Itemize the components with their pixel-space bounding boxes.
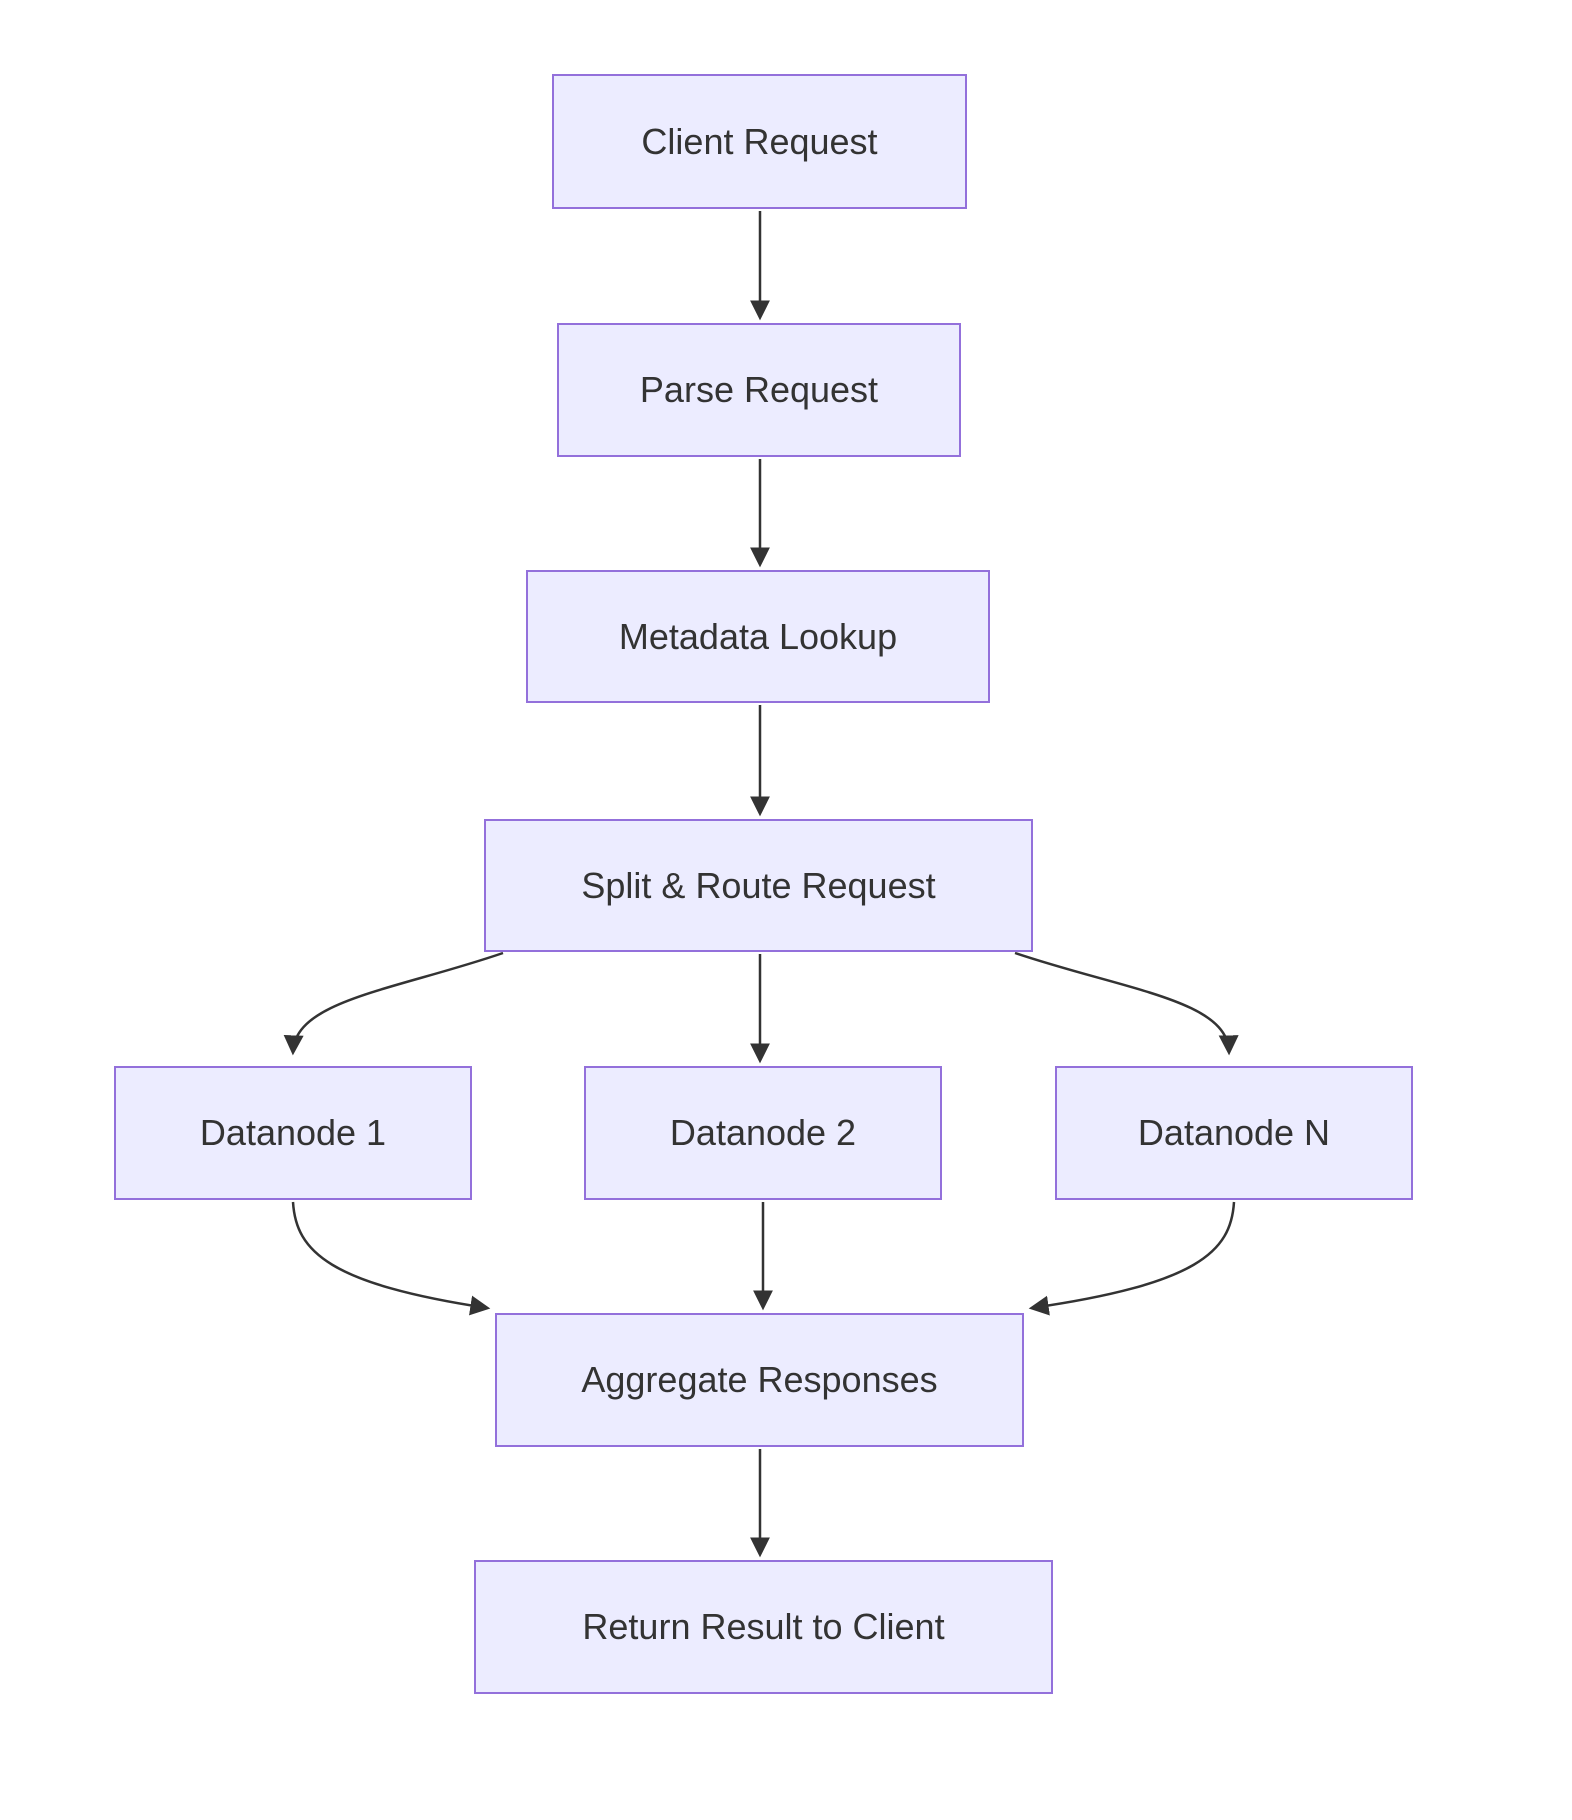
node-datanode-n: Datanode N [1055,1066,1413,1200]
node-label: Datanode N [1137,1112,1331,1154]
edge-split-to-dnN [1014,951,1239,1056]
node-metadata-lookup: Metadata Lookup [526,570,990,703]
node-datanode-1: Datanode 1 [114,1066,472,1200]
node-label: Client Request [641,120,878,162]
node-datanode-2: Datanode 2 [584,1066,942,1200]
edge-dn1-to-agg [291,1201,491,1316]
node-label: Datanode 1 [199,1112,387,1154]
node-aggregate-responses: Aggregate Responses [495,1313,1024,1447]
node-label: Split & Route Request [581,864,936,906]
node-label: Return Result to Client [582,1606,945,1648]
edge-split-to-dn1 [283,951,504,1056]
node-label: Metadata Lookup [618,615,898,657]
node-label: Aggregate Responses [581,1359,938,1401]
node-parse-request: Parse Request [557,323,961,457]
node-split-route-request: Split & Route Request [484,819,1033,952]
node-return-result-to-client: Return Result to Client [474,1560,1053,1694]
node-label: Datanode 2 [669,1112,857,1154]
node-label: Parse Request [639,369,879,411]
edge-dnN-to-agg [1028,1201,1236,1316]
node-client-request: Client Request [552,74,967,209]
